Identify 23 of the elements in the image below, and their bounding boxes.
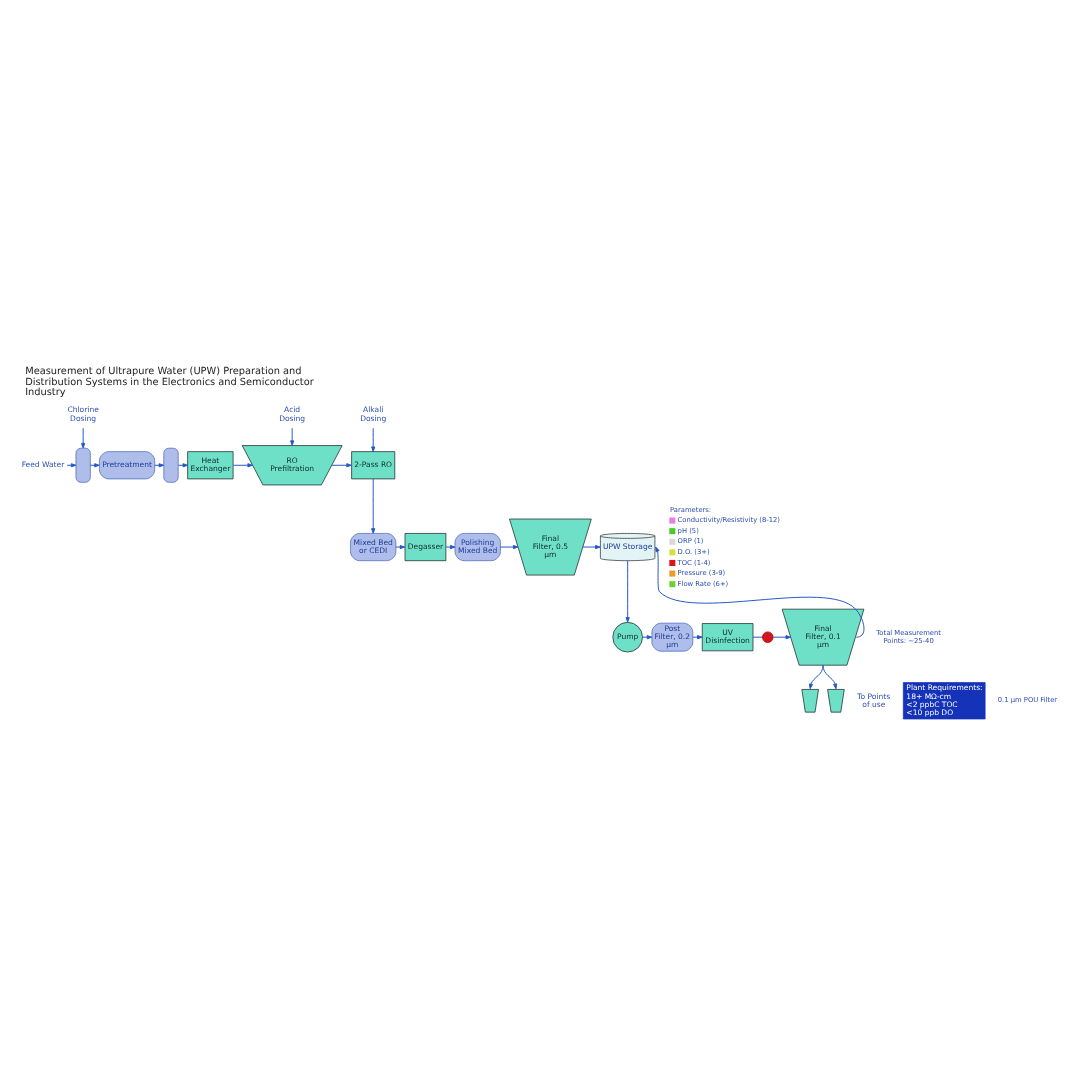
arrow	[395, 544, 406, 549]
arrow	[371, 477, 376, 533]
connector	[752, 635, 763, 637]
node-box	[163, 446, 179, 482]
arrow	[81, 426, 86, 448]
node-box	[75, 446, 91, 482]
arrow	[445, 544, 456, 549]
arrow	[290, 426, 295, 445]
arrow	[371, 426, 376, 451]
arrow	[625, 559, 630, 622]
node-trapezoid	[827, 688, 845, 712]
arrow	[89, 462, 100, 467]
arrow	[499, 544, 519, 549]
arrow	[642, 634, 653, 639]
arrow	[822, 663, 838, 689]
node-trapezoid	[801, 688, 819, 712]
arrow	[582, 544, 601, 549]
arrow	[772, 634, 791, 639]
arrow	[232, 462, 253, 467]
arrow	[808, 663, 824, 689]
arrow	[66, 462, 77, 467]
node-circle	[762, 630, 774, 642]
arrow	[331, 462, 352, 467]
